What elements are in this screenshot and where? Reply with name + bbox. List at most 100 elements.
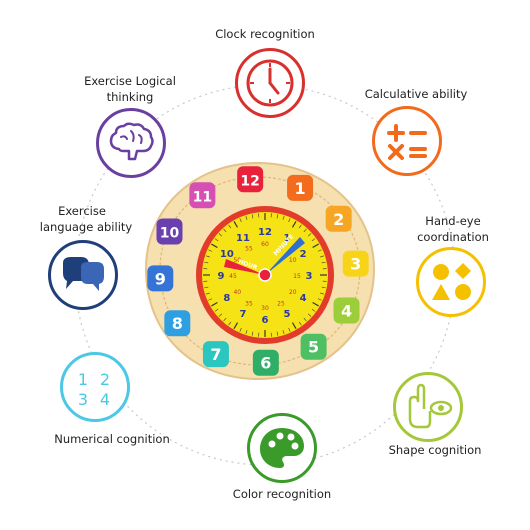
face-number: 7 [240,309,247,320]
block-number: 10 [160,226,180,242]
minute-tick [321,261,326,264]
minute-tick [307,313,312,317]
minute-tick [303,317,307,322]
number-block: 8 [164,310,191,337]
minute-number: 20 [289,289,297,296]
number-block: 9 [147,265,174,292]
face-number: 12 [258,227,272,238]
hand-eye-icon [408,383,453,429]
digit-1: 1 [78,370,88,389]
calc-badge [372,106,442,176]
minute-tick [298,224,302,229]
number-block: 3 [342,250,369,277]
minute-tick [239,218,242,223]
block-number: 2 [333,210,344,229]
label-handeye-line1: Hand-eye [425,214,481,228]
label-logic-line1: Exercise Logical [84,74,176,88]
minute-tick [228,224,232,229]
minute-number: 10 [289,257,297,264]
shape-badge [393,372,463,442]
minute-tick [291,322,297,329]
numbers-icon: 1 2 3 4 [78,370,110,409]
minute-number: 15 [293,273,301,280]
minute-number: 25 [277,301,285,308]
minute-tick [311,308,316,312]
label-handeye-line2: coordination [417,230,489,244]
minute-tick [245,330,248,335]
minute-tick [223,317,227,322]
minute-marks [203,213,327,337]
number-block: 5 [300,333,327,360]
minute-tick [218,233,223,237]
minute-number: 5 [279,245,283,252]
minute-tick [298,321,302,326]
minute-tick [311,238,316,242]
math-operators-icon [387,124,427,160]
handeye-badge [416,247,486,317]
label-calculative-ability: Calculative ability [364,87,468,101]
minute-tick [276,331,279,336]
minute-tick [204,261,209,264]
minute-number: 55 [245,245,253,252]
palette-icon [260,428,304,468]
face-number: 2 [300,249,307,260]
minute-tick [204,286,209,289]
minute-tick [208,298,213,301]
brain-icon [109,122,154,161]
label-color-recognition: Color recognition [232,487,332,501]
minute-number: 50 [233,257,241,264]
minute-tick [307,233,312,237]
number-block: 4 [333,297,360,324]
minute-tick [205,292,210,295]
minute-number: 45 [229,273,237,280]
face-number: 5 [284,309,291,320]
minute-tick [251,331,254,336]
label-language-line1: Exercise [58,204,106,218]
minute-number: 60 [261,241,269,248]
block-number: 12 [240,173,259,189]
minute-tick [233,221,239,228]
minute-tick [303,228,307,233]
face-number: 8 [223,293,230,304]
minute-number: 35 [245,301,253,308]
minute-number: 30 [261,305,269,312]
block-number: 3 [350,255,361,274]
digit-2: 2 [100,370,110,389]
face-number: 11 [236,233,250,244]
minute-tick [223,228,227,233]
numerical-badge: 1 2 3 4 [60,352,130,422]
number-block: 2 [325,205,352,232]
number-block: 1 [287,174,314,201]
label-clock-recognition: Clock recognition [215,27,315,41]
number-block: 12 [237,166,264,193]
minute-tick [211,243,218,249]
number-block: 11 [189,182,216,209]
face-number: 6 [262,315,269,326]
face-number: 9 [218,271,225,282]
block-number: 4 [341,301,352,320]
number-block: 6 [252,349,279,376]
minute-tick [317,249,322,252]
block-number: 6 [260,354,271,373]
minute-tick [291,221,297,228]
minute-tick [282,215,285,220]
minute-tick [321,286,326,289]
label-language-line2: language ability [39,220,133,234]
clock-badge [235,48,305,118]
digit-4: 4 [100,390,110,409]
minute-tick [233,322,239,329]
face-number: 1 [284,233,291,244]
label-logic-line2: thinking [106,90,154,104]
clock-icon [246,59,294,107]
face-number: 3 [306,271,313,282]
minute-tick [239,327,242,332]
face-number: 10 [220,249,234,260]
minute-tick [276,214,279,219]
block-number: 8 [172,314,183,333]
minute-tick [282,330,285,335]
minute-tick [208,249,213,252]
face-number: 4 [300,293,307,304]
color-badge [247,413,317,483]
